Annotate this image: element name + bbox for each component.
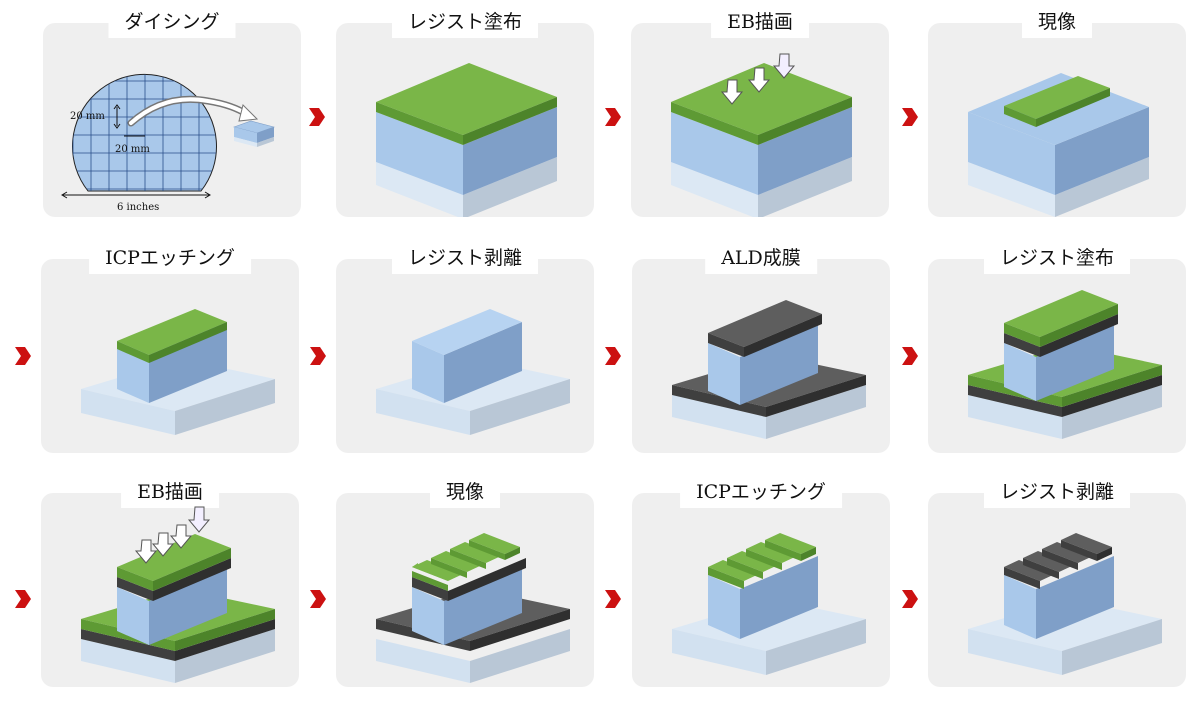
process-arrow — [308, 107, 326, 127]
pitch-horizontal-label: 20 mm — [115, 144, 150, 155]
resist-strip-2-illustration — [968, 533, 1162, 675]
resist-coat-illustration — [376, 63, 557, 217]
electron-beam-icon — [720, 53, 796, 105]
step-panel-development-2: 現像 — [336, 477, 594, 687]
step-panel-dicing: ダイシング 20 mm 20 mm 6 inches — [43, 7, 301, 217]
eb-writing-2-illustration — [81, 506, 275, 683]
process-arrow — [14, 589, 32, 609]
process-arrow — [14, 346, 32, 366]
step-label: ダイシング — [108, 7, 236, 38]
step-panel-development: 現像 — [928, 7, 1186, 217]
resist-coat-2-illustration — [968, 290, 1162, 439]
step-panel-icp-etching: ICPエッチング — [41, 243, 299, 453]
ald-illustration — [672, 300, 866, 439]
resist-strip-illustration — [376, 309, 570, 435]
development-illustration — [968, 73, 1149, 217]
step-panel-eb-writing: EB描画 — [631, 7, 889, 217]
step-label: レジスト塗布 — [391, 7, 539, 38]
step-label: ALD成膜 — [705, 243, 817, 274]
process-arrow — [309, 346, 327, 366]
development-2-illustration — [376, 533, 570, 683]
process-arrow — [901, 107, 919, 127]
step-label: EB描画 — [711, 7, 809, 38]
step-label: 現像 — [429, 477, 501, 508]
eb-writing-illustration — [671, 53, 852, 217]
process-arrow — [901, 589, 919, 609]
step-panel-ald: ALD成膜 — [632, 243, 890, 453]
step-panel-resist-coat-2: レジスト塗布 — [928, 243, 1186, 453]
step-label: レジスト剥離 — [391, 243, 539, 274]
process-arrow — [309, 589, 327, 609]
step-label: ICPエッチング — [680, 477, 842, 508]
wafer-diameter-label: 6 inches — [117, 202, 159, 213]
step-label: EB描画 — [121, 477, 219, 508]
step-label: レジスト剥離 — [983, 477, 1131, 508]
process-arrow — [604, 346, 622, 366]
step-panel-icp-etching-2: ICPエッチング — [632, 477, 890, 687]
icp-etching-2-illustration — [672, 533, 866, 675]
process-arrow — [604, 589, 622, 609]
step-panel-eb-writing-2: EB描画 — [41, 477, 299, 687]
step-panel-resist-strip: レジスト剥離 — [336, 243, 594, 453]
pitch-vertical-label: 20 mm — [70, 111, 105, 122]
process-arrow — [604, 107, 622, 127]
step-label: 現像 — [1021, 7, 1093, 38]
wafer-dicing-illustration: 20 mm 20 mm 6 inches — [61, 73, 276, 213]
step-label: ICPエッチング — [89, 243, 251, 274]
step-panel-resist-strip-2: レジスト剥離 — [928, 477, 1186, 687]
electron-beam-icon — [134, 506, 211, 564]
process-arrow — [901, 346, 919, 366]
step-label: レジスト塗布 — [983, 243, 1131, 274]
icp-etching-illustration — [81, 309, 275, 435]
step-panel-resist-coat: レジスト塗布 — [336, 7, 594, 217]
